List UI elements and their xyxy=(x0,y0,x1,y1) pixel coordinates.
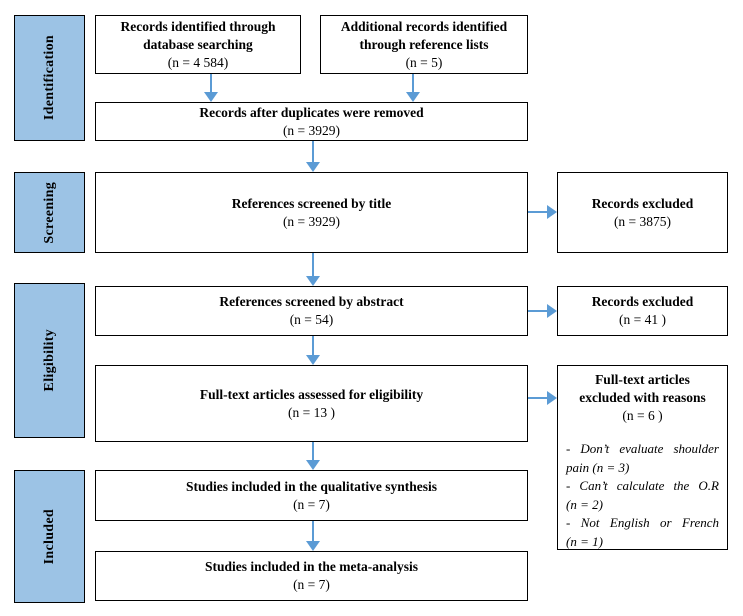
box-after-duplicates: Records after duplicates were removed (n… xyxy=(95,102,528,141)
box-meta-analysis-title: Studies included in the meta-analysis xyxy=(204,559,419,574)
stage-eligibility-label: Eligibility xyxy=(41,329,57,392)
box-fulltext-assessed-title: Full-text articles assessed for eligibil… xyxy=(199,386,424,402)
stage-identification: Identification xyxy=(14,15,85,141)
box-records-excluded-title-screen-title: Records excluded xyxy=(591,195,694,211)
box-meta-analysis-count: (n = 7) xyxy=(293,577,330,592)
arrow-down-icon xyxy=(306,336,320,365)
arrow-down-icon xyxy=(306,141,320,172)
box-after-duplicates-title: Records after duplicates were removed xyxy=(199,104,424,120)
box-meta-analysis: Studies included in the meta-analysis (n… xyxy=(95,551,528,601)
stage-screening: Screening xyxy=(14,172,85,253)
box-fulltext-excluded-title: Full-text articles excluded with reasons xyxy=(579,372,706,405)
box-screened-by-title: References screened by title (n = 3929) xyxy=(95,172,528,253)
arrow-right-icon xyxy=(528,205,557,219)
box-qualitative-synthesis-count: (n = 7) xyxy=(293,496,330,512)
box-qualitative-synthesis: Studies included in the qualitative synt… xyxy=(95,470,528,521)
box-fulltext-assessed-count: (n = 13 ) xyxy=(288,404,335,420)
box-screened-by-title-count: (n = 3929) xyxy=(282,213,341,229)
exclusion-reasons-list: - Don’t evaluate shoulder pain (n = 3) -… xyxy=(562,440,723,551)
stage-identification-label: Identification xyxy=(41,35,57,121)
arrow-down-icon xyxy=(204,74,218,102)
stage-eligibility: Eligibility xyxy=(14,283,85,438)
box-after-duplicates-count: (n = 3929) xyxy=(282,122,341,138)
box-screened-by-abstract-title: References screened by abstract xyxy=(219,294,404,309)
box-records-excluded-abstract-screen-title: Records excluded xyxy=(591,294,694,309)
stage-included-label: Included xyxy=(41,508,57,565)
box-screened-by-title-title: References screened by title xyxy=(231,195,392,211)
box-database-search-count: (n = 4 584) xyxy=(167,54,229,70)
arrow-down-icon xyxy=(306,442,320,470)
stage-screening-label: Screening xyxy=(41,181,57,244)
box-database-search-title: Records identified through database sear… xyxy=(120,18,276,52)
box-records-excluded-title-screen: Records excluded (n = 3875) xyxy=(557,172,728,253)
exclusion-reason-item: - Not English or French (n = 1) xyxy=(566,515,719,549)
box-records-excluded-title-screen-count: (n = 3875) xyxy=(613,213,672,229)
box-reference-lists-title: Additional records identified through re… xyxy=(340,18,508,52)
box-fulltext-excluded: Full-text articles excluded with reasons… xyxy=(557,365,728,550)
box-fulltext-assessed: Full-text articles assessed for eligibil… xyxy=(95,365,528,442)
box-qualitative-synthesis-title: Studies included in the qualitative synt… xyxy=(186,478,437,494)
arrow-down-icon xyxy=(306,521,320,551)
arrow-right-icon xyxy=(528,391,557,405)
arrow-down-icon xyxy=(306,253,320,286)
box-database-search: Records identified through database sear… xyxy=(95,15,301,74)
exclusion-reason-item: - Can’t calculate the O.R (n = 2) xyxy=(566,478,719,512)
arrow-right-icon xyxy=(528,304,557,318)
box-screened-by-abstract: References screened by abstract (n = 54) xyxy=(95,286,528,336)
box-screened-by-abstract-count: (n = 54) xyxy=(289,312,334,327)
stage-included: Included xyxy=(14,470,85,603)
box-reference-lists: Additional records identified through re… xyxy=(320,15,528,74)
box-fulltext-excluded-count: (n = 6 ) xyxy=(622,408,663,423)
box-records-excluded-abstract-screen: Records excluded (n = 41 ) xyxy=(557,286,728,336)
arrow-down-icon xyxy=(406,74,420,102)
box-records-excluded-abstract-screen-count: (n = 41 ) xyxy=(619,312,666,327)
box-reference-lists-count: (n = 5) xyxy=(405,54,443,70)
exclusion-reason-item: - Don’t evaluate shoulder pain (n = 3) xyxy=(566,441,719,475)
